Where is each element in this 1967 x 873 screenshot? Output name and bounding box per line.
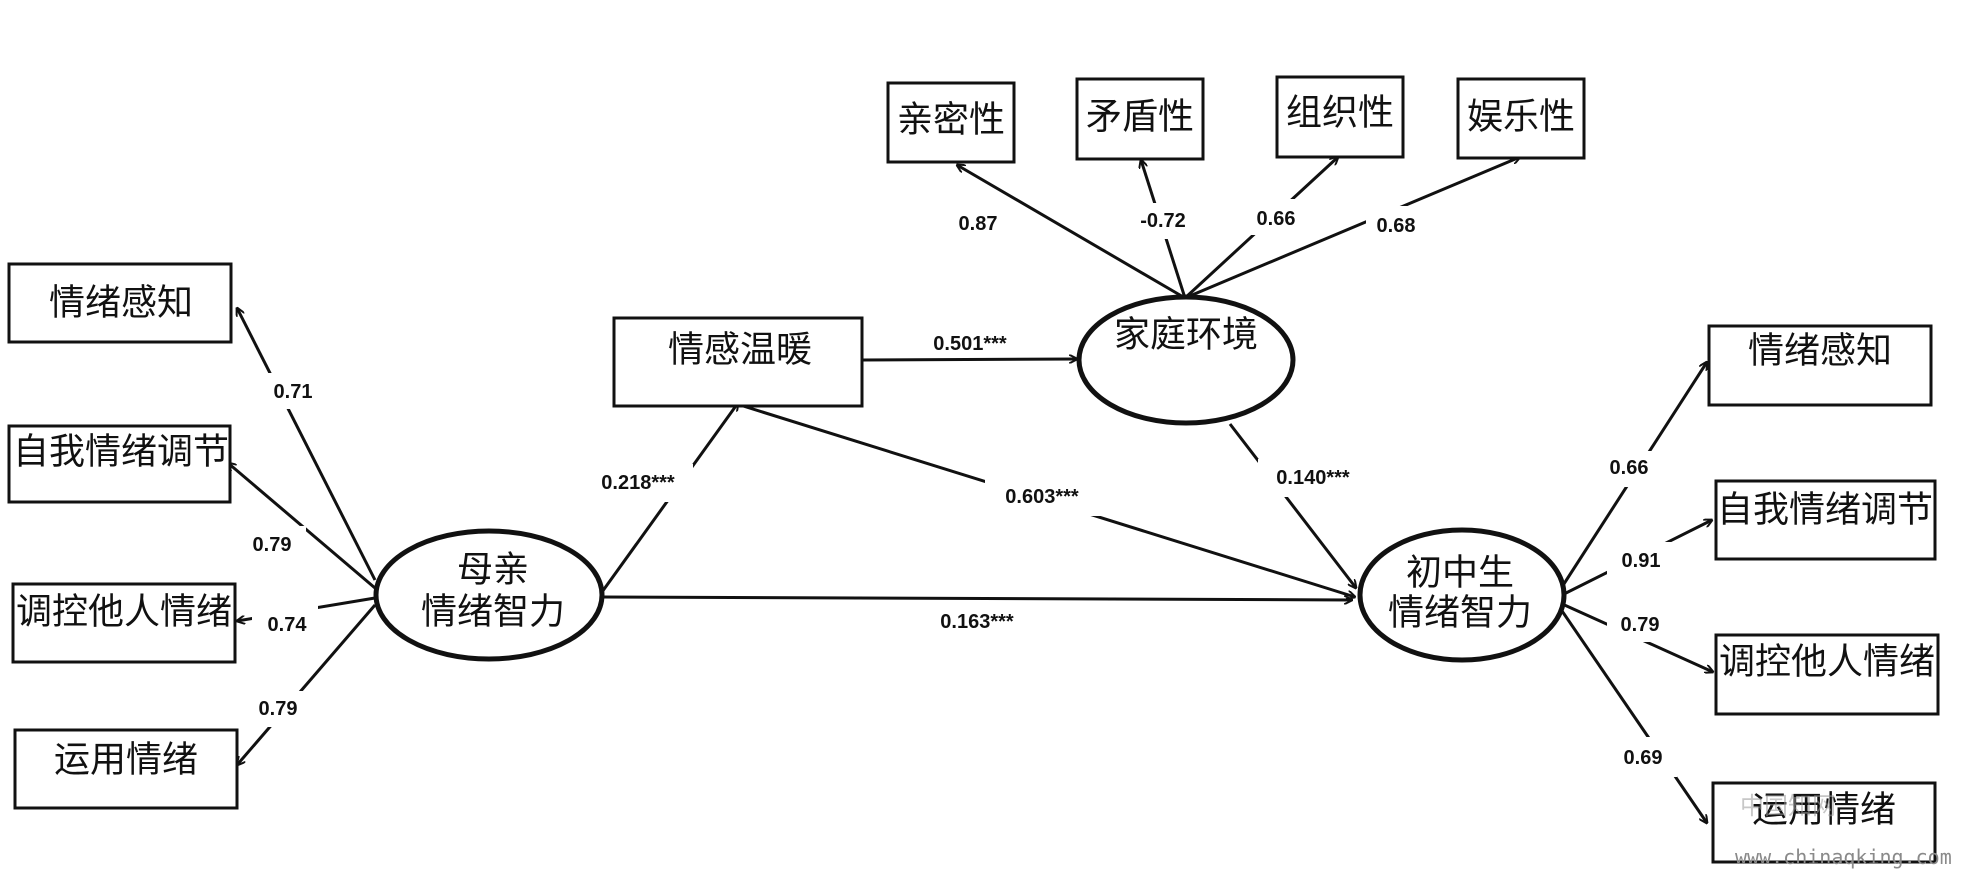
- mother-ei-label-line1: 母亲: [457, 550, 529, 591]
- loading-left-3: 0.74: [268, 614, 308, 636]
- path-coef-warmth-student: 0.603***: [1005, 486, 1079, 508]
- family-environment-label: 家庭环境: [1114, 315, 1258, 356]
- right-indicator-boxes: [1707, 324, 1940, 864]
- loading-left-2: 0.79: [253, 534, 292, 556]
- left-indicator-1: 情绪感知: [49, 283, 193, 324]
- left-indicator-box-2: [7, 424, 232, 504]
- loading-left-4: 0.79: [259, 698, 298, 720]
- right-indicator-3: 调控他人情绪: [1719, 642, 1935, 683]
- loading-right-4: 0.69: [1624, 747, 1663, 769]
- loading-family-1: 0.87: [959, 213, 998, 235]
- family-indicator-4: 娱乐性: [1467, 97, 1575, 138]
- family-environment-ellipse: [1076, 294, 1296, 426]
- right-indicator-box-2: [1714, 479, 1937, 561]
- student-ei-ellipse: [1357, 527, 1567, 663]
- left-indicators: [7, 262, 239, 810]
- watermark-url: www.chinaqking.com: [1735, 845, 1952, 869]
- path-coef-mother-student: 0.163***: [940, 611, 1014, 633]
- right-indicator-4: 运用情绪: [1752, 790, 1896, 831]
- arrow-left-1: [237, 308, 377, 581]
- loading-family-2: -0.72: [1140, 210, 1186, 232]
- arrow-left-2: [228, 463, 376, 590]
- arrow-left-4: [237, 604, 377, 765]
- path-mother-student: [601, 597, 1352, 600]
- path-warmth-family: [861, 359, 1077, 360]
- loading-family-3: 0.66: [1257, 208, 1296, 230]
- path-family-student: [1228, 423, 1356, 588]
- path-coef-family-student: 0.140***: [1276, 467, 1350, 489]
- right-indicator-2: 自我情绪调节: [1717, 490, 1933, 531]
- arrow-family-1: [957, 165, 1186, 300]
- loading-right-2: 0.91: [1622, 550, 1661, 572]
- coefficients: 0.71 0.79 0.74 0.79 0.218*** 0.501*** 0.…: [253, 208, 1663, 769]
- arrow-right-4: [1558, 607, 1707, 823]
- left-indicator-box-3: [11, 582, 237, 664]
- family-indicator-box-3: [1275, 75, 1405, 159]
- loading-right-3: 0.79: [1621, 614, 1660, 636]
- family-indicator-box-2: [1075, 77, 1205, 161]
- family-indicator-2: 矛盾性: [1086, 97, 1194, 138]
- label-backgrounds: [240, 199, 1677, 777]
- family-indicator-box-1: [886, 81, 1016, 164]
- emotional-warmth-label: 情感温暖: [668, 330, 812, 371]
- mother-ei-label-line2: 情绪智力: [421, 592, 565, 633]
- path-coef-mother-warmth: 0.218***: [601, 472, 675, 494]
- left-indicator-2: 自我情绪调节: [13, 432, 229, 473]
- left-indicator-box-1: [7, 262, 233, 344]
- student-ei-label-line1: 初中生: [1406, 553, 1514, 594]
- left-indicator-3: 调控他人情绪: [16, 592, 232, 633]
- watermark-cn: 中国知网: [1740, 792, 1836, 820]
- family-indicator-boxes: [886, 75, 1586, 164]
- mother-ei-ellipse: [373, 528, 605, 662]
- connectors: [228, 157, 1713, 823]
- left-indicator-4: 运用情绪: [54, 740, 198, 781]
- loading-family-4: 0.68: [1377, 215, 1416, 237]
- right-indicator-box-3: [1714, 633, 1940, 716]
- path-coef-warmth-family: 0.501***: [933, 333, 1007, 355]
- right-indicator-box-1: [1707, 324, 1933, 407]
- loading-right-1: 0.66: [1610, 457, 1649, 479]
- left-indicator-box-4: [13, 728, 239, 810]
- family-indicator-3: 组织性: [1286, 93, 1394, 134]
- right-indicator-box-4: [1711, 781, 1937, 864]
- family-indicator-1: 亲密性: [897, 100, 1005, 141]
- loading-left-1: 0.71: [274, 381, 313, 403]
- right-indicator-1: 情绪感知: [1748, 331, 1892, 372]
- family-indicator-box-4: [1456, 77, 1586, 160]
- arrow-family-4: [1184, 157, 1520, 300]
- emotional-warmth-box: [612, 316, 864, 408]
- student-ei-label-line2: 情绪智力: [1388, 593, 1532, 634]
